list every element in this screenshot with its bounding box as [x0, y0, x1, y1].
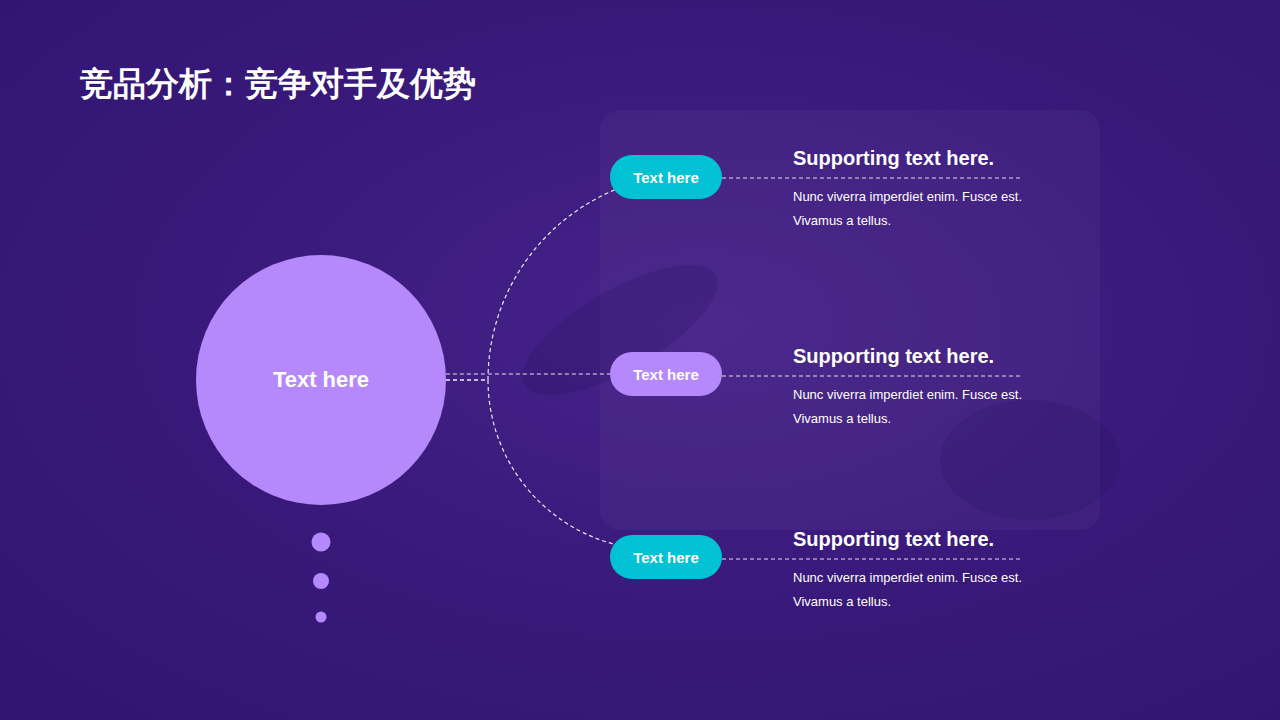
supporting-body: Nunc viverra imperdiet enim. Fusce est. …: [793, 185, 1043, 233]
dot: [316, 612, 327, 623]
node-label: Text here: [273, 367, 369, 393]
dot: [313, 573, 329, 589]
dashed-connector: [446, 373, 610, 374]
dot: [312, 533, 331, 552]
supporting-heading: Supporting text here.: [793, 146, 994, 170]
pill-box: Text here: [610, 155, 722, 199]
leader-line: [722, 376, 1022, 377]
pill-box: Text here: [610, 352, 722, 396]
dashed-connector: [446, 189, 616, 380]
node-label: Text here: [633, 366, 699, 383]
leader-line: [722, 178, 1022, 179]
node-label: Text here: [633, 549, 699, 566]
node-label: Text here: [633, 169, 699, 186]
background-hand: [940, 400, 1120, 520]
supporting-heading: Supporting text here.: [793, 527, 994, 551]
pill-box: Text here: [610, 535, 722, 579]
background-hand: [505, 240, 736, 419]
leader-line: [722, 559, 1022, 560]
supporting-body: Nunc viverra imperdiet enim. Fusce est. …: [793, 566, 1043, 614]
center-circle: Text here: [196, 255, 446, 505]
slide-title: 竞品分析：竞争对手及优势: [80, 62, 476, 107]
supporting-body: Nunc viverra imperdiet enim. Fusce est. …: [793, 383, 1043, 431]
supporting-heading: Supporting text here.: [793, 344, 994, 368]
dashed-connector: [446, 380, 616, 545]
